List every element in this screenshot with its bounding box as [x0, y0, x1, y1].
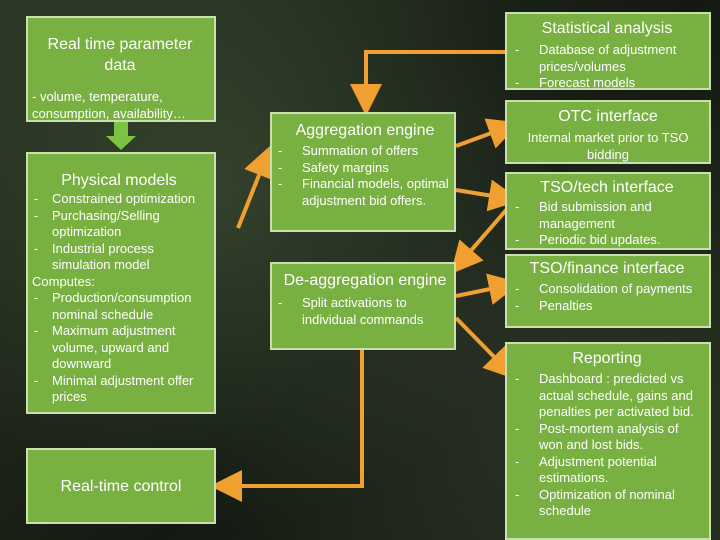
physical-models-box: Physical models Constrained optimization… [26, 152, 216, 414]
deaggregation-engine-list: Split activations to individual commands [272, 295, 450, 328]
list-item: Dashboard : predicted vs actual schedule… [509, 371, 705, 421]
physical-models-list-bottom: Production/consumption nominal schedule … [28, 290, 210, 406]
list-item: Post-mortem analysis of won and lost bid… [509, 421, 705, 454]
deaggregation-engine-title: De-aggregation engine [283, 272, 447, 289]
list-item: Penalties [509, 298, 705, 315]
list-item: Production/consumption nominal schedule [28, 290, 210, 323]
aggregation-engine-list: Summation of offers Safety margins Finan… [272, 143, 450, 209]
list-item: Periodic bid updates. [509, 232, 705, 249]
list-item: Financial models, optimal adjustment bid… [272, 176, 450, 209]
tso-finance-interface-box: TSO/finance interface Consolidation of p… [505, 254, 711, 328]
otc-interface-box: OTC interface Internal market prior to T… [505, 100, 711, 164]
physical-models-list-top: Constrained optimization Purchasing/Sell… [28, 191, 210, 274]
statistical-analysis-list: Database of adjustment prices/volumes Fo… [509, 42, 705, 92]
list-item: Summation of offers [272, 143, 450, 160]
tso-tech-interface-title: TSO/tech interface [540, 179, 674, 196]
aggregation-engine-title: Aggregation engine [295, 122, 435, 139]
tso-tech-interface-box: TSO/tech interface Bid submission and ma… [505, 172, 711, 250]
deaggregation-engine-box: De-aggregation engine Split activations … [270, 262, 456, 350]
tso-finance-interface-list: Consolidation of payments Penalties [509, 281, 705, 314]
realtime-parameter-box: Real time parameter data - volume, tempe… [26, 16, 216, 122]
list-item: Maximum adjustment volume, upward and do… [28, 323, 210, 373]
otc-interface-title: OTC interface [558, 108, 658, 125]
reporting-title: Reporting [572, 350, 642, 367]
list-item: Adjustment potential estimations. [509, 454, 705, 487]
tso-tech-interface-list: Bid submission and management Periodic b… [509, 199, 705, 249]
physical-models-title: Physical models [61, 172, 177, 189]
statistical-analysis-title: Statistical analysis [541, 20, 673, 37]
list-item: Purchasing/Selling optimization [28, 208, 210, 241]
list-item: Bid submission and management [509, 199, 705, 232]
list-item: Optimization of nominal schedule [509, 487, 705, 520]
physical-models-computes-label: Computes: [32, 273, 95, 289]
list-item: Forecast models [509, 75, 705, 92]
list-item: Split activations to individual commands [272, 295, 450, 328]
realtime-control-title: Real-time control [60, 477, 182, 495]
realtime-parameter-title: Real time parameter data [47, 36, 193, 74]
realtime-parameter-subtitle: - volume, temperature, consumption, avai… [32, 89, 186, 121]
list-item: Minimal adjustment offer prices [28, 373, 210, 406]
list-item: Database of adjustment prices/volumes [509, 42, 705, 75]
list-item: Industrial process simulation model [28, 241, 210, 274]
realtime-control-box: Real-time control [26, 448, 216, 524]
list-item: Consolidation of payments [509, 281, 705, 298]
list-item: Constrained optimization [28, 191, 210, 208]
statistical-analysis-box: Statistical analysis Database of adjustm… [505, 12, 711, 92]
otc-interface-text: Internal market prior to TSO bidding [527, 130, 689, 162]
tso-finance-interface-title: TSO/finance interface [529, 260, 685, 277]
reporting-box: Reporting Dashboard : predicted vs actua… [505, 342, 711, 540]
aggregation-engine-box: Aggregation engine Summation of offers S… [270, 112, 456, 232]
reporting-list: Dashboard : predicted vs actual schedule… [509, 371, 705, 520]
list-item: Safety margins [272, 160, 450, 177]
